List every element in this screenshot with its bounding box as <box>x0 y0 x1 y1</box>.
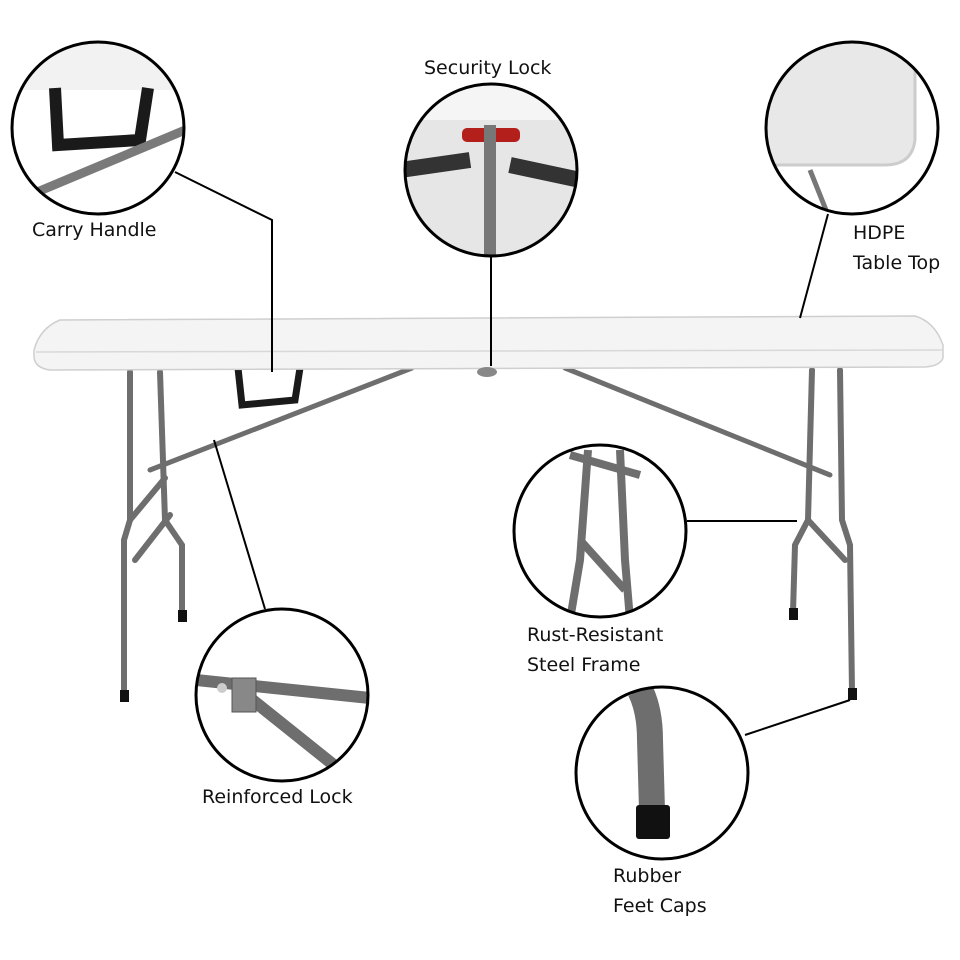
table-illustration <box>33 315 944 702</box>
security-lock-detail <box>405 84 577 256</box>
reinforced-lock-detail <box>196 674 368 775</box>
leader-lines <box>174 171 851 736</box>
rubber-feet-label-line-1: Rubber <box>613 865 682 887</box>
table-legs <box>121 365 855 698</box>
reinforced-lock-circle <box>194 607 370 783</box>
carry-handle-strap <box>234 367 304 409</box>
security-lock-circle <box>403 82 579 258</box>
steel-frame-label-line-2: Steel Frame <box>527 654 641 676</box>
table-top <box>33 315 944 371</box>
feet <box>120 608 857 702</box>
rubber-feet-caps-label: Rubber Feet Caps <box>613 861 707 921</box>
hdpe-label-line-1: HDPE <box>853 222 906 244</box>
hdpe-table-top-label: HDPE Table Top <box>853 218 940 278</box>
carry-handle-label-line: Carry Handle <box>32 219 157 241</box>
rubber-feet-caps-circle <box>574 685 750 861</box>
steel-frame-detail <box>566 449 642 617</box>
hdpe-table-top-circle <box>764 40 940 216</box>
security-lock-label-line: Security Lock <box>424 57 552 79</box>
reinforced-lock-label-line: Reinforced Lock <box>202 786 353 808</box>
rubber-feet-label-line-2: Feet Caps <box>613 895 707 917</box>
reinforced-lock-label: Reinforced Lock <box>202 782 353 812</box>
carry-handle-label: Carry Handle <box>32 215 156 245</box>
carry-handle-circle <box>10 40 186 216</box>
security-lock-label: Security Lock <box>424 53 551 83</box>
steel-frame-label-line-1: Rust-Resistant <box>527 624 664 646</box>
steel-frame-label: Rust-Resistant Steel Frame <box>527 620 663 680</box>
hdpe-label-line-2: Table Top <box>853 252 941 274</box>
hdpe-table-top-detail <box>766 42 938 214</box>
steel-frame-circle <box>512 443 688 619</box>
rubber-feet-caps-detail <box>628 687 670 839</box>
